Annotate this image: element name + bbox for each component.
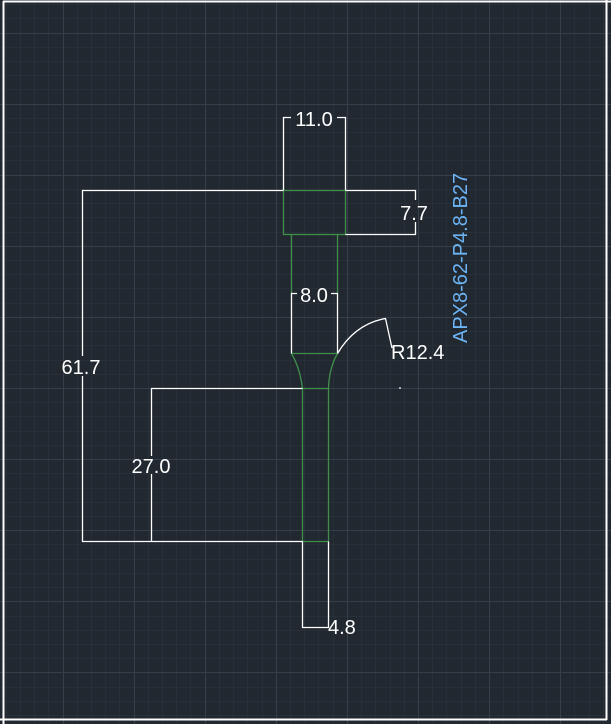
dim-shank-diameter-text[interactable]: 8.0 [300, 285, 328, 307]
neck-right-fillet [327, 353, 339, 389]
dim-overall-length-text[interactable]: 61.7 [62, 357, 101, 379]
dim-neck-radius-arc[interactable] [336, 317, 393, 354]
neck-left-fillet [290, 353, 304, 389]
punch-head[interactable] [282, 189, 347, 236]
dim-head-thickness-text[interactable]: 7.7 [400, 203, 428, 225]
dim-head-diameter-lines[interactable] [282, 116, 347, 191]
part-number-label[interactable]: APX8-62-P4.8-B27 [450, 173, 472, 343]
dim-head-diameter-text[interactable]: 11.0 [295, 109, 332, 131]
dim-neck-radius-text[interactable]: R12.4 [391, 342, 444, 364]
dim-tip-diameter-text[interactable]: 4.8 [328, 617, 356, 639]
snap-point-marker [399, 387, 401, 389]
dim-tip-length-text[interactable]: 27.0 [132, 456, 171, 478]
dim-head-thickness-lines[interactable] [345, 189, 417, 236]
part-geometry[interactable] [282, 189, 347, 543]
dim-shank-diameter-lines[interactable] [290, 292, 339, 354]
dim-overall-length-lines[interactable] [81, 189, 303, 543]
dim-tip-length-lines[interactable] [150, 387, 303, 542]
dim-tip-diameter-lines[interactable] [301, 541, 330, 629]
dimension-lines [81, 116, 417, 629]
